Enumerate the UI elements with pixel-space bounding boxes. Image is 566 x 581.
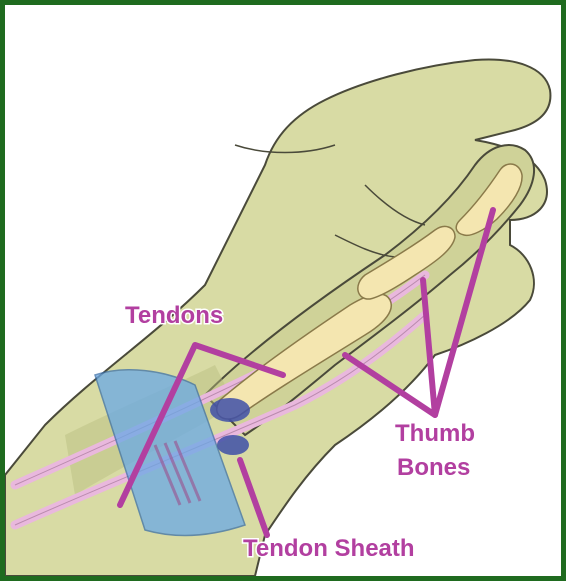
label-bones: Bones bbox=[397, 454, 470, 481]
label-thumb: Thumb bbox=[395, 420, 475, 447]
label-tendons: Tendons bbox=[125, 302, 223, 329]
thumb-anatomy-diagram: Tendons Thumb Bones Tendon Sheath bbox=[5, 5, 561, 576]
label-tendon-sheath: Tendon Sheath bbox=[243, 535, 415, 562]
sheath-knot-lower bbox=[217, 435, 249, 455]
sheath-knot-upper bbox=[210, 398, 250, 422]
